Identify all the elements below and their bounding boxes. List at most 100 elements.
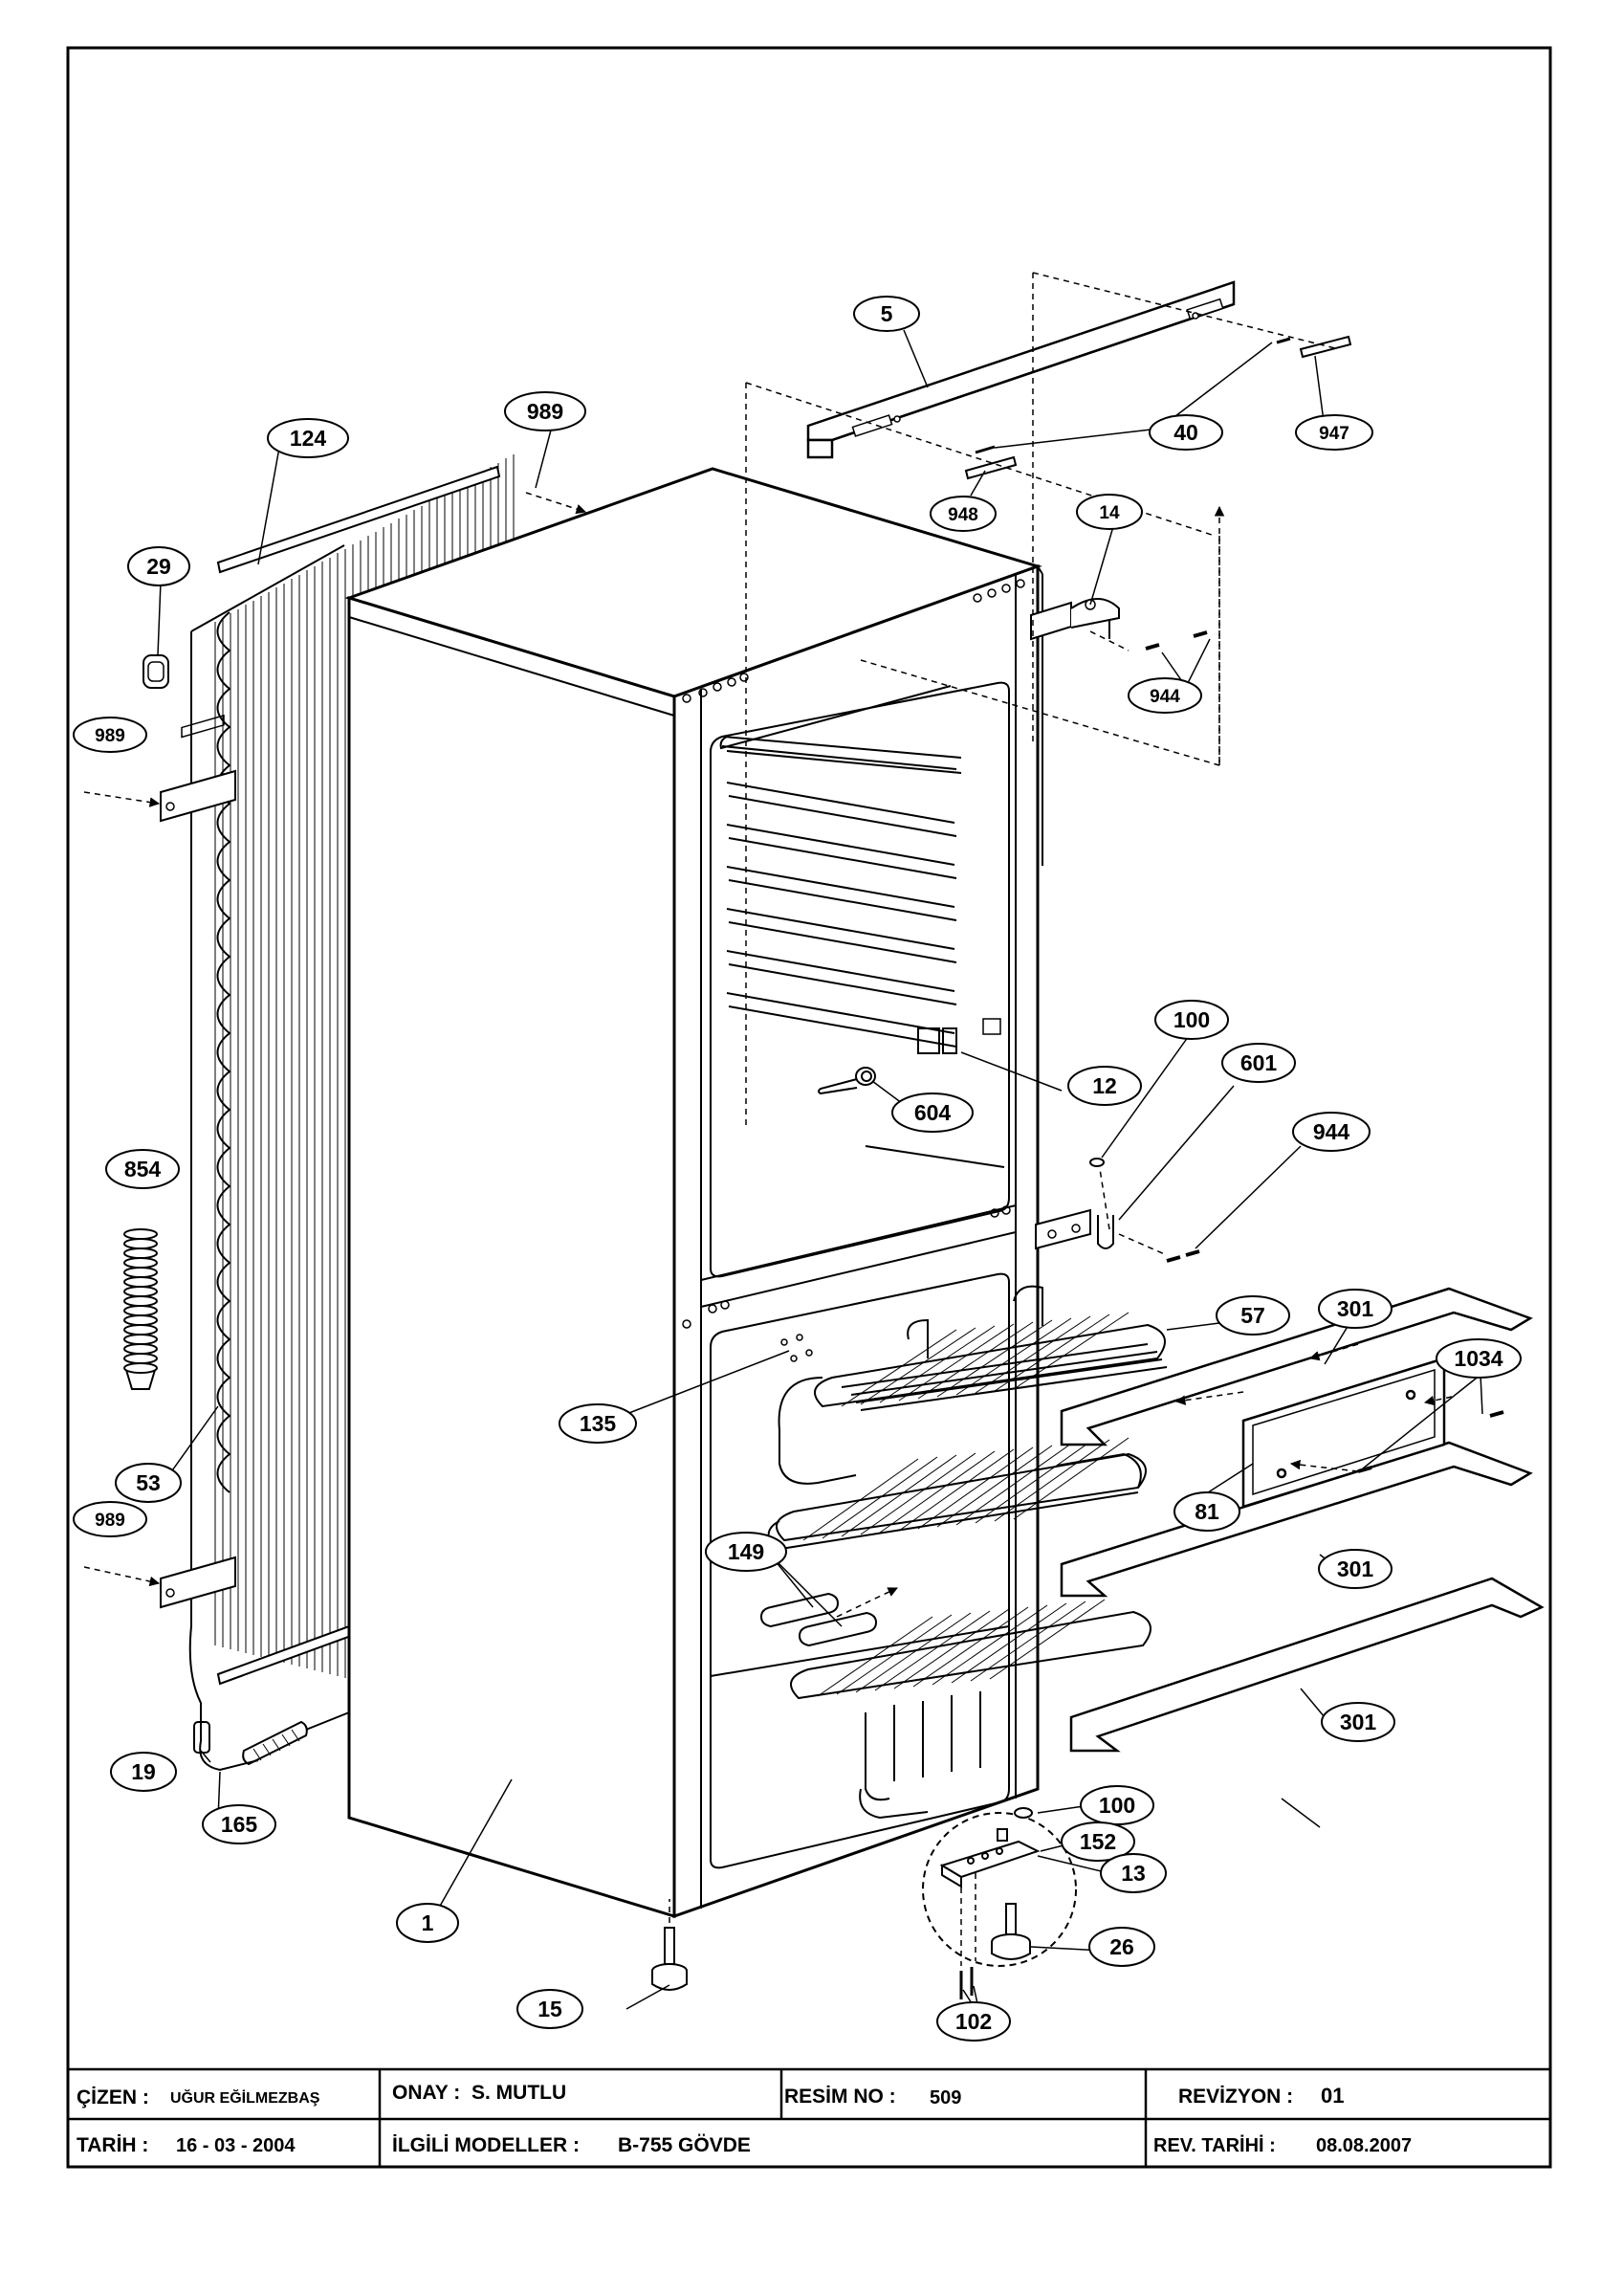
- thermostat: [917, 1018, 1001, 1054]
- callout-bubble: [73, 1501, 147, 1537]
- callout-bubble: [936, 2001, 1011, 2042]
- callout-label: 604: [914, 1100, 952, 1125]
- callout-604: 604: [891, 1093, 974, 1133]
- callout-100: 100: [1080, 1785, 1154, 1825]
- callout-854: 854: [105, 1149, 180, 1189]
- title-block: [68, 2067, 1550, 2167]
- callout-bubble: [1128, 677, 1202, 714]
- callout-bubble: [1061, 1821, 1135, 1862]
- rev-date-value: 08.08.2007: [1316, 2135, 1412, 2156]
- pins-part: [780, 1334, 813, 1362]
- callout-bubble: [1216, 1295, 1290, 1336]
- callout-label: 1034: [1454, 1346, 1502, 1371]
- callout-301: 301: [1318, 1289, 1393, 1329]
- callout-label: 135: [580, 1411, 617, 1436]
- revision-label: REVİZYON :: [1178, 2086, 1293, 2108]
- callout-label: 165: [221, 1812, 258, 1837]
- callout-bubble: [1221, 1043, 1296, 1083]
- callout-bubble: [1067, 1066, 1142, 1106]
- callout-301: 301: [1318, 1549, 1393, 1589]
- callout-152: 152: [1061, 1821, 1135, 1862]
- middle-hinge: [1035, 1158, 1200, 1263]
- callout-label: 989: [95, 726, 125, 746]
- rev-date-label: REV. TARİHİ :: [1153, 2134, 1276, 2156]
- callout-40: 40: [1149, 414, 1223, 451]
- sheet-border: [66, 46, 1552, 2169]
- callout-bubble: [267, 418, 349, 458]
- callout-label: 14: [1099, 503, 1120, 523]
- evaporator-coils: [767, 1285, 1168, 1820]
- callout-bubble: [115, 1463, 182, 1503]
- callout-bubble: [1173, 1491, 1240, 1532]
- callout-989: 989: [73, 1501, 147, 1537]
- callout-601: 601: [1221, 1043, 1296, 1083]
- callout-1: 1: [396, 1903, 459, 1943]
- callout-bubble: [73, 717, 147, 753]
- callout-label: 1: [422, 1910, 434, 1935]
- callout-53: 53: [115, 1463, 182, 1503]
- callout-100: 100: [1154, 1000, 1229, 1040]
- callout-81: 81: [1173, 1491, 1240, 1532]
- shelf-rails: [719, 685, 1005, 1168]
- callout-bubble: [202, 1804, 276, 1844]
- callout-label: 301: [1340, 1710, 1377, 1734]
- callout-29: 29: [127, 546, 190, 586]
- callout-bubble: [1292, 1112, 1371, 1152]
- callout-bubble: [853, 296, 920, 332]
- drawing-no-label: RESİM NO :: [784, 2086, 896, 2108]
- callout-bubble: [396, 1903, 459, 1943]
- callout-bubble: [1100, 1853, 1167, 1893]
- callout-165: 165: [202, 1804, 276, 1844]
- callout-15: 15: [516, 1989, 583, 2029]
- callout-bubble: [1321, 1702, 1395, 1742]
- callout-bubble: [1149, 414, 1223, 451]
- callout-label: 53: [136, 1470, 161, 1495]
- callout-947: 947: [1295, 414, 1373, 451]
- callout-124: 124: [267, 418, 349, 458]
- bottom-hinge-assembly: [922, 1807, 1077, 1999]
- callout-948: 948: [930, 496, 997, 532]
- callout-label: 944: [1313, 1119, 1350, 1144]
- callout-bubble: [705, 1532, 787, 1572]
- callout-989: 989: [73, 717, 147, 753]
- approval-value: S. MUTLU: [472, 2082, 566, 2104]
- callout-label: 5: [881, 301, 893, 326]
- callout-label: 301: [1337, 1296, 1374, 1321]
- callout-label: 601: [1240, 1050, 1278, 1075]
- callout-label: 26: [1109, 1934, 1134, 1959]
- drawing-no-value: 509: [930, 2087, 961, 2108]
- callout-135: 135: [559, 1403, 637, 1444]
- callout-label: 57: [1240, 1303, 1265, 1328]
- callout-bubble: [110, 1752, 177, 1792]
- callout-label: 854: [124, 1157, 162, 1181]
- drawn-by-label: ÇİZEN :: [77, 2086, 149, 2108]
- callout-bubble: [105, 1149, 180, 1189]
- date-value: 16 - 03 - 2004: [176, 2135, 296, 2156]
- models-value: B-755 GÖVDE: [618, 2134, 751, 2156]
- callout-label: 15: [537, 1997, 562, 2021]
- callout-bubble: [930, 496, 997, 532]
- callout-label: 152: [1080, 1829, 1116, 1854]
- callout-label: 989: [527, 399, 563, 424]
- revision-value: 01: [1321, 2084, 1344, 2108]
- callout-102: 102: [936, 2001, 1011, 2042]
- models-label: İLGİLİ MODELLER :: [392, 2134, 580, 2156]
- callout-label: 948: [948, 505, 978, 525]
- callout-19: 19: [110, 1752, 177, 1792]
- callout-label: 149: [728, 1539, 764, 1564]
- cabinet-body: [344, 467, 1043, 1919]
- approval-label: ONAY :: [392, 2082, 460, 2104]
- callout-bubble: [516, 1989, 583, 2029]
- callout-bubble: [891, 1093, 974, 1133]
- lamp-socket: [818, 1067, 876, 1095]
- callout-14: 14: [1076, 494, 1143, 530]
- callout-label: 944: [1150, 687, 1180, 707]
- drawn-by-value: UĞUR EĞİLMEZBAŞ: [170, 2088, 320, 2107]
- callout-bubble: [1076, 494, 1143, 530]
- callout-bubble: [1295, 414, 1373, 451]
- callout-label: 100: [1099, 1793, 1135, 1818]
- callout-13: 13: [1100, 1853, 1167, 1893]
- callout-26: 26: [1088, 1927, 1155, 1967]
